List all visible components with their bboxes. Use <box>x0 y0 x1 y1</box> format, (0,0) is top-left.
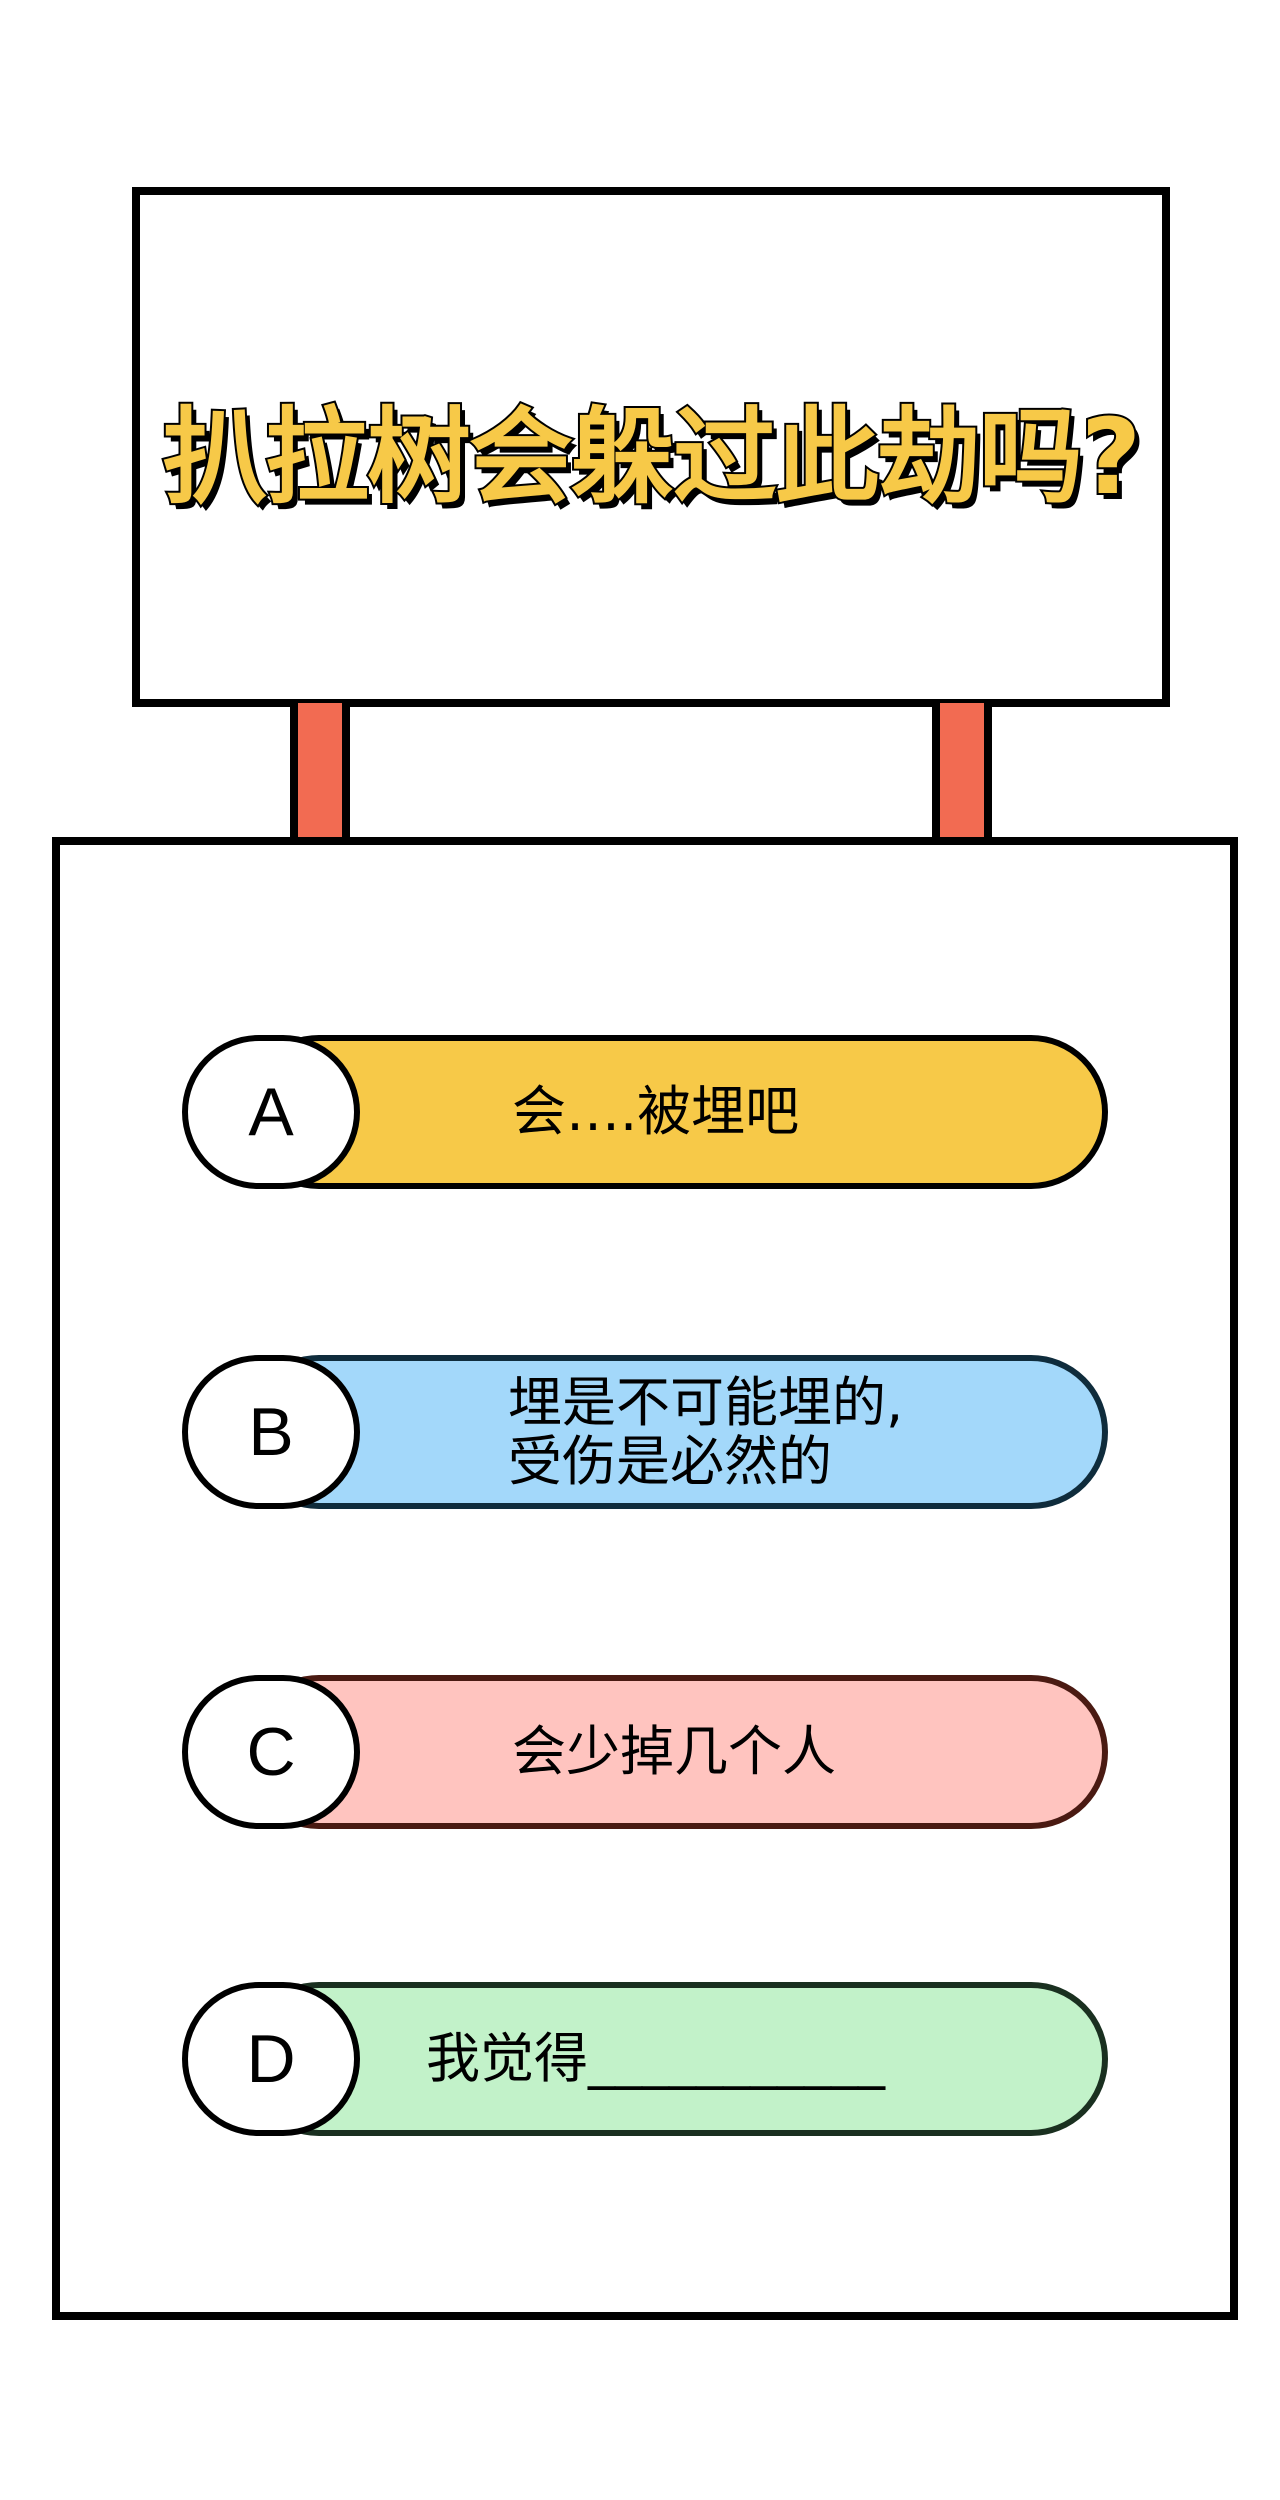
option-b-letter: B <box>248 1394 294 1470</box>
option-d-bar[interactable] <box>242 1982 1108 2136</box>
question-sign: 扒拉树会躲过此劫吗? <box>132 187 1170 707</box>
option-c-text: 会少掉几个人 <box>512 1720 836 1784</box>
question-title: 扒拉树会躲过此劫吗? <box>161 394 1143 520</box>
option-d[interactable]: D 我觉得___________ <box>182 1982 1108 2136</box>
option-d-badge[interactable]: D <box>182 1982 360 2136</box>
option-d-letter: D <box>246 2021 296 2097</box>
option-b-text: 埋是不可能埋的, 受伤是必然的 <box>508 1370 904 1493</box>
option-c-letter: C <box>246 1714 296 1790</box>
option-a-letter: A <box>248 1074 294 1150</box>
sign-post-left <box>290 703 350 845</box>
option-a[interactable]: A 会….被埋吧 <box>182 1035 1108 1189</box>
option-c-bar[interactable] <box>242 1675 1108 1829</box>
option-d-text: 我觉得___________ <box>426 2027 885 2091</box>
option-a-text: 会….被埋吧 <box>512 1080 800 1144</box>
option-b[interactable]: B 埋是不可能埋的, 受伤是必然的 <box>182 1355 1108 1509</box>
option-c[interactable]: C 会少掉几个人 <box>182 1675 1108 1829</box>
option-a-badge[interactable]: A <box>182 1035 360 1189</box>
option-a-bar[interactable] <box>242 1035 1108 1189</box>
option-b-bar[interactable] <box>242 1355 1108 1509</box>
option-c-badge[interactable]: C <box>182 1675 360 1829</box>
option-b-badge[interactable]: B <box>182 1355 360 1509</box>
sign-post-right <box>932 703 992 845</box>
